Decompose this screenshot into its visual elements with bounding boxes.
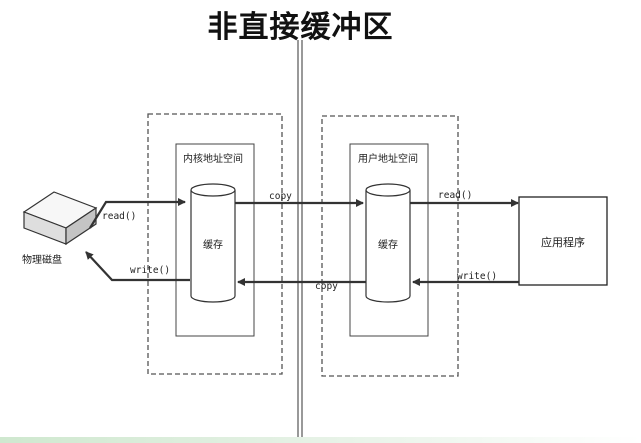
copy-top-label: copy: [269, 191, 292, 202]
user-outer-dashed-box: [321, 115, 459, 377]
disk-write-label: write(): [130, 265, 171, 276]
kernel-space-title: 内核地址空间: [183, 154, 243, 165]
central-divider: [297, 40, 303, 438]
disk-read-label: read(): [102, 211, 137, 222]
user-space-title: 用户地址空间: [358, 154, 418, 165]
application-box: [518, 196, 608, 286]
kernel-space-box: [175, 143, 255, 337]
kernel-outer-dashed-box: [147, 113, 283, 375]
disk-label: 物理磁盘: [22, 255, 62, 266]
copy-bottom-label: copy: [315, 281, 338, 292]
bottom-edge-strip: [0, 437, 641, 443]
disk-icon: [22, 191, 98, 246]
user-buffer-label: 缓存: [378, 240, 398, 251]
user-space-box: [349, 143, 429, 337]
application-label: 应用程序: [541, 236, 585, 249]
app-read-label: read(): [438, 190, 473, 201]
user-buffer-cylinder: [365, 183, 411, 303]
disk-read-arrow: [89, 198, 186, 229]
kernel-buffer-label: 缓存: [203, 240, 223, 251]
app-write-label: write(): [457, 271, 498, 282]
disk-write-arrow: [85, 251, 190, 282]
kernel-buffer-cylinder: [190, 183, 236, 303]
diagram-title: 非直接缓冲区: [207, 10, 394, 45]
